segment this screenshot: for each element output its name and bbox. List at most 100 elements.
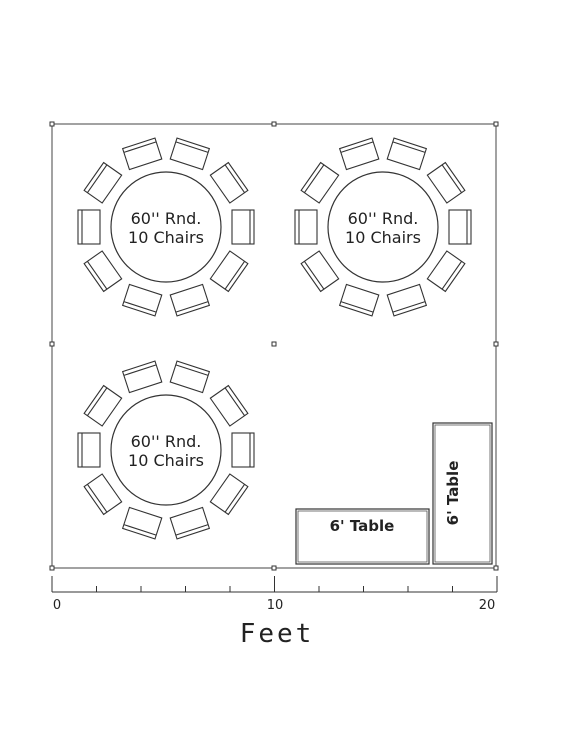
tent-pole-marker	[49, 565, 55, 571]
chair-backrest	[303, 164, 325, 194]
round-table-top	[110, 394, 222, 506]
chair	[77, 209, 101, 245]
chair-seat	[448, 209, 472, 245]
chair-backrest	[86, 164, 108, 194]
chair-seat	[77, 432, 101, 468]
chair-backrest	[86, 483, 108, 513]
chair-backrest	[392, 141, 426, 153]
chair-seat	[121, 137, 163, 171]
chair-seat	[121, 360, 163, 394]
chair	[169, 360, 211, 394]
round-table: 60'' Rnd. 10 Chairs	[77, 137, 255, 317]
chair-backrest	[86, 260, 108, 290]
tent-pole-marker	[49, 121, 55, 127]
chair-seat	[426, 250, 466, 293]
chair	[83, 161, 123, 204]
chair-backrest	[392, 301, 426, 313]
chair	[77, 432, 101, 468]
chair-ring	[77, 137, 255, 317]
chair	[121, 137, 163, 171]
chair-count-label: 10 Chairs	[128, 451, 204, 470]
chair	[121, 360, 163, 394]
tent-pole-marker	[271, 121, 277, 127]
chair	[386, 137, 428, 171]
chair-backrest	[441, 260, 463, 290]
chair-seat	[338, 137, 380, 171]
chair	[209, 384, 249, 427]
rect-table-top	[432, 422, 493, 565]
tent-pole-marker	[49, 341, 55, 347]
chair	[83, 384, 123, 427]
chair-backrest	[224, 164, 246, 194]
chair-backrest	[123, 364, 157, 376]
chair	[121, 283, 163, 317]
chair-backrest	[123, 524, 157, 536]
chair	[448, 209, 472, 245]
chair-backrest	[340, 301, 374, 313]
chair	[209, 473, 249, 516]
chair	[121, 506, 163, 540]
chair-backrest	[441, 164, 463, 194]
chair-seat	[169, 360, 211, 394]
chair-backrest	[175, 301, 209, 313]
tent-pole-marker	[493, 341, 499, 347]
chair	[338, 137, 380, 171]
chair	[338, 283, 380, 317]
chair	[386, 283, 428, 317]
scale-label-20: 20	[479, 598, 496, 613]
chair	[426, 161, 466, 204]
chair-backrest	[303, 260, 325, 290]
rect-table-edge	[434, 424, 491, 563]
chair-backrest	[175, 364, 209, 376]
table-size-label: 60'' Rnd.	[348, 209, 419, 228]
chair-backrest	[175, 524, 209, 536]
chair	[300, 161, 340, 204]
tent-pole-marker	[493, 121, 499, 127]
chair-seat	[121, 283, 163, 317]
rect-table-vertical: 6' Table	[432, 422, 493, 565]
rect-table-label: 6' Table	[444, 461, 462, 526]
chair-seat	[121, 506, 163, 540]
rect-table-top	[295, 508, 430, 565]
chair-backrest	[86, 387, 108, 417]
chair-seat	[83, 473, 123, 516]
chair	[83, 473, 123, 516]
chair-seat	[169, 283, 211, 317]
scale-ticks	[51, 576, 498, 592]
chair	[231, 432, 255, 468]
tent-pole-markers	[49, 121, 499, 571]
chair-seat	[209, 384, 249, 427]
scale-label-0: 0	[53, 598, 61, 613]
chair	[300, 250, 340, 293]
chair-seat	[169, 506, 211, 540]
chair-seat	[300, 161, 340, 204]
chair-count-label: 10 Chairs	[345, 228, 421, 247]
chair-seat	[209, 473, 249, 516]
chair	[209, 161, 249, 204]
chair-backrest	[224, 387, 246, 417]
chair-backrest	[175, 141, 209, 153]
chair-seat	[83, 161, 123, 204]
tent-pole-marker	[271, 565, 277, 571]
chair-seat	[231, 209, 255, 245]
rect-table-horizontal: 6' Table	[295, 508, 430, 565]
chair-seat	[338, 283, 380, 317]
chair-seat	[209, 250, 249, 293]
chair-seat	[386, 283, 428, 317]
tent-pole-marker	[493, 565, 499, 571]
tent-pole-marker	[271, 341, 277, 347]
round-table-top	[327, 171, 439, 283]
chair-seat	[169, 137, 211, 171]
chair-seat	[426, 161, 466, 204]
round-table: 60'' Rnd. 10 Chairs	[294, 137, 472, 317]
chair	[294, 209, 318, 245]
round-table-top	[110, 171, 222, 283]
scale-unit-label: Feet	[240, 619, 315, 649]
chair-seat	[300, 250, 340, 293]
table-size-label: 60'' Rnd.	[131, 432, 202, 451]
chair-backrest	[224, 260, 246, 290]
chair-backrest	[123, 141, 157, 153]
chair-ring	[294, 137, 472, 317]
